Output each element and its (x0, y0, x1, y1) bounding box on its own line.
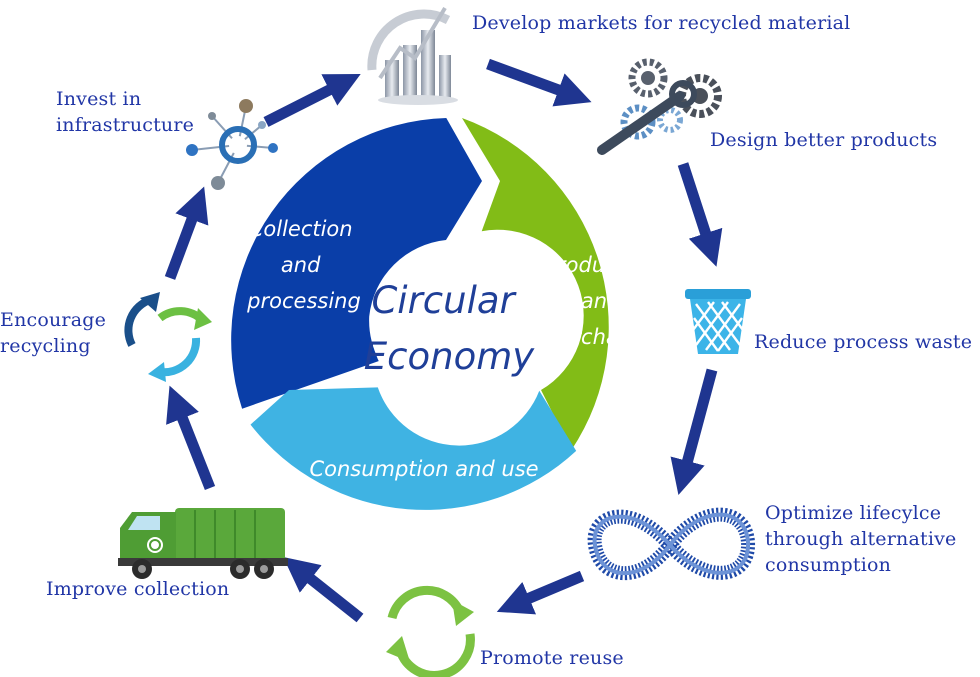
garbage-truck-icon (118, 508, 288, 579)
gears-icon (602, 62, 718, 150)
arrow-waste-to-optimize (683, 370, 712, 478)
arrow-recycling-to-infrastructure (170, 203, 198, 278)
step-label-encourage-recycling: Encourage recycling (0, 307, 106, 359)
segment-consumption (251, 387, 577, 510)
segment-label-consumption: Consumption and use (309, 457, 538, 481)
arrow-markets-to-design (488, 64, 575, 96)
step-label-optimize-lifecycle: Optimize lifecylce through alternative c… (765, 500, 957, 578)
step-label-invest-infrastructure: Invest in infrastructure (56, 86, 194, 138)
arrow-infrastructure-to-markets (266, 82, 345, 122)
segment-label-production: Production and purchasing (544, 253, 663, 349)
bar-chart-icon (372, 8, 458, 105)
step-label-develop-markets: Develop markets for recycled material (472, 10, 850, 36)
step-label-design-products: Design better products (710, 127, 937, 153)
reuse-arrows-icon (386, 590, 474, 675)
arrow-collection-to-recycling (176, 402, 210, 488)
step-label-promote-reuse: Promote reuse (480, 645, 624, 671)
step-label-reduce-waste: Reduce process waste (754, 329, 972, 355)
arrow-design-to-waste (683, 164, 711, 250)
arrow-reuse-to-collection (297, 568, 360, 618)
waste-basket-icon (685, 289, 751, 354)
step-label-improve-collection: Improve collection (46, 576, 229, 602)
infinity-icon (595, 515, 748, 574)
center-circle (371, 242, 539, 410)
recycling-arrows-icon (128, 292, 212, 382)
network-node-icon (186, 99, 278, 190)
arrow-optimize-to-reuse (513, 576, 582, 605)
